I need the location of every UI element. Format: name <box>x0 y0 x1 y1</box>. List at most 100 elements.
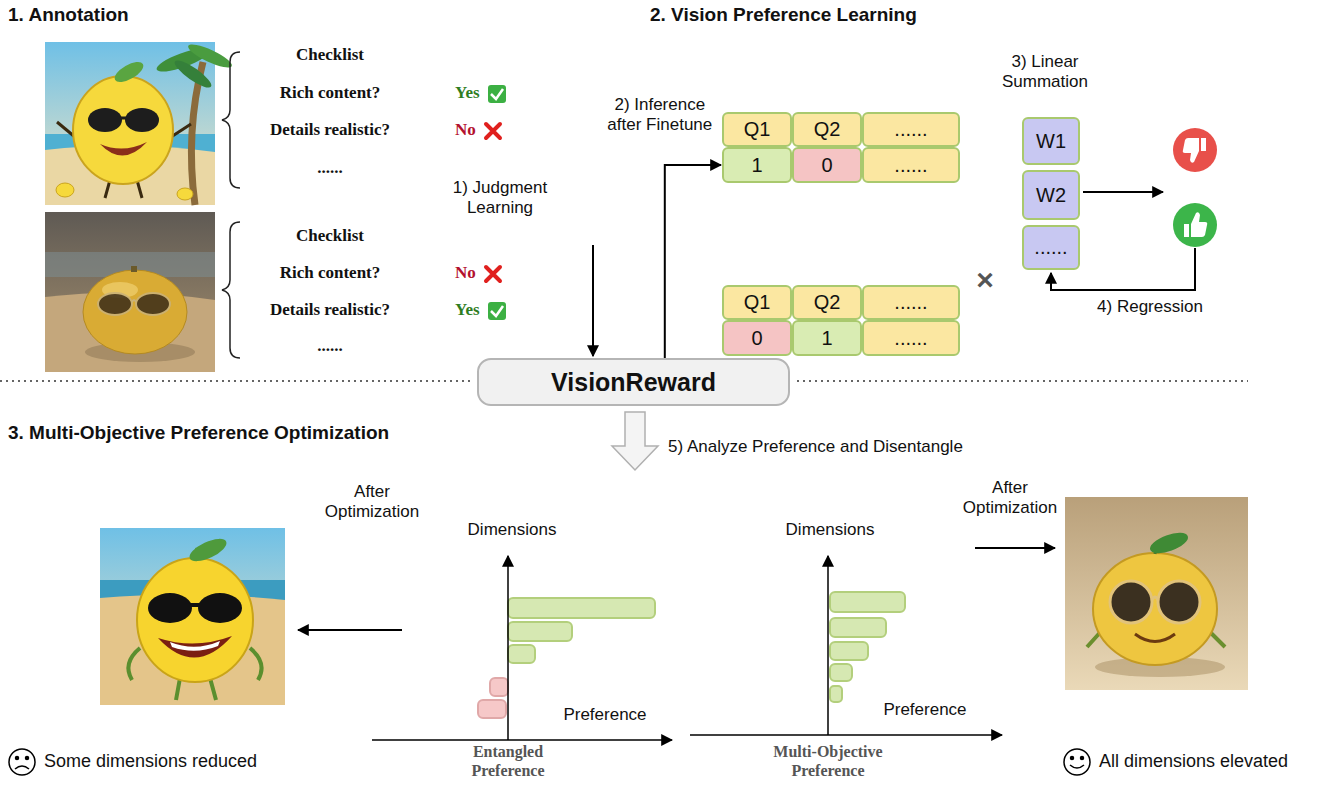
node-text: ...... <box>894 118 927 141</box>
node-text: Q1 <box>744 118 771 141</box>
connector-arrow <box>665 165 721 358</box>
check-icon-part <box>491 89 503 99</box>
checklist-heading: Checklist <box>230 45 430 65</box>
multi-objective-bar-chart <box>690 556 1002 735</box>
lemon-entangled-image-part <box>250 648 262 680</box>
axis-label: Preference <box>870 700 980 720</box>
lemon-multi-objective-image-part <box>1065 497 1248 690</box>
lemon-photo-image <box>45 212 215 372</box>
answer-cell: ...... <box>862 147 960 183</box>
question-cell: Q2 <box>792 285 862 320</box>
entangled-bar-chart-part <box>508 622 572 641</box>
node-text: 0 <box>751 327 762 350</box>
sad-face-icon-part <box>26 757 29 760</box>
section-divider-part <box>0 380 470 382</box>
checklist-item: Rich content? <box>230 83 430 103</box>
thumbs-down-icon-part-part <box>1183 138 1199 163</box>
entangled-bar-chart-part <box>490 678 508 696</box>
step-label: 1) Judgment Learning <box>444 178 556 219</box>
axis-label: Preference <box>550 705 660 725</box>
node-text: ...... <box>894 327 927 350</box>
lemon-photo-image-part <box>136 293 170 315</box>
edge-label: 2) Inference after Finetune <box>601 95 719 136</box>
checklist-bracket <box>222 52 240 358</box>
check-icon-part <box>491 306 503 316</box>
lemon-photo-image-part <box>83 270 187 354</box>
result-arrow <box>298 629 402 631</box>
model-box: VisionReward <box>477 358 790 406</box>
step-label: 4) Regression <box>1085 297 1215 317</box>
lemon-cartoon-image-part <box>45 42 215 205</box>
node-text: Q2 <box>814 291 841 314</box>
node-text: Q2 <box>814 118 841 141</box>
section-divider-part <box>797 380 1248 382</box>
step-label: 5) Analyze Preference and Disentangle <box>668 437 963 457</box>
happy-face-icon-part <box>1064 749 1090 775</box>
answer-yes: Yes <box>455 83 480 103</box>
answer-cell: 0 <box>792 147 862 183</box>
lemon-cartoon-image <box>45 40 234 205</box>
multi-objective-bar-chart-part <box>830 686 842 702</box>
section-heading: 2. Vision Preference Learning <box>650 4 917 27</box>
multi-objective-bar-chart-part <box>830 642 868 660</box>
lemon-entangled-image-part <box>158 636 232 658</box>
lemon-multi-objective-image-part <box>1093 553 1217 665</box>
entangled-bar-chart-part <box>372 739 672 741</box>
lemon-entangled-image-part <box>198 593 242 623</box>
lemon-entangled-image-part <box>148 593 192 623</box>
answer-yes: Yes <box>455 300 480 320</box>
axis-label: Dimensions <box>775 520 885 540</box>
node-text: W1 <box>1036 130 1066 153</box>
answer-no: No <box>455 120 476 140</box>
lemon-cartoon-image-part <box>112 58 147 86</box>
lemon-multi-objective-image-part <box>1147 529 1190 558</box>
lemon-photo-image-part <box>45 212 215 372</box>
cross-icon-part <box>486 124 500 138</box>
node-text: ...... <box>894 291 927 314</box>
entangled-bar-chart-part <box>507 556 509 740</box>
lemon-cartoon-image-part <box>121 117 126 120</box>
lemon-cartoon-image-part <box>125 108 159 132</box>
checklist-item: Details realistic? <box>230 120 430 140</box>
result-label: After Optimization <box>957 478 1063 519</box>
checklist-item: Details realistic? <box>230 300 430 320</box>
weight-cell: W2 <box>1022 170 1080 220</box>
multi-objective-bar-chart-part <box>827 556 829 735</box>
answer-cell: 1 <box>792 320 862 356</box>
section-heading: 1. Annotation <box>8 4 129 27</box>
thumbs-up-icon-part-part <box>1191 212 1207 237</box>
happy-face-icon-part <box>1070 765 1084 768</box>
judgment-arrow <box>592 245 594 356</box>
lemon-entangled-image-part <box>190 603 200 607</box>
checklist-ellipsis: ...... <box>230 158 430 178</box>
entangled-bar-chart-part <box>478 700 506 718</box>
lemon-entangled-image-part <box>170 641 220 651</box>
checklist-bracket-part <box>222 222 240 358</box>
multi-objective-bar-chart-part <box>830 592 905 612</box>
lemon-entangled-image-part <box>128 648 140 680</box>
node-text: ...... <box>1034 236 1067 259</box>
question-cell: Q2 <box>792 112 862 147</box>
thumbs-up-icon <box>1173 203 1217 247</box>
lemon-cartoon-image-part <box>73 76 173 184</box>
checklist-heading: Checklist <box>230 226 430 246</box>
answer-cell: 1 <box>722 147 792 183</box>
node-text: Q1 <box>744 291 771 314</box>
node-text: 1 <box>751 154 762 177</box>
sad-face-icon-part <box>9 749 35 775</box>
sad-face-icon <box>9 749 35 775</box>
entangled-bar-chart-part <box>508 598 655 618</box>
lemon-cartoon-image-part <box>88 108 122 132</box>
result-label: After Optimization <box>319 482 425 523</box>
entangled-bar-chart <box>372 556 672 740</box>
multiply-sign: × <box>970 262 1000 298</box>
lemon-multi-objective-image-part <box>1135 634 1175 642</box>
lemon-multi-objective-image <box>1065 497 1248 690</box>
checklist-bracket-part <box>222 52 240 188</box>
thumbs-down-icon-part-part <box>1201 138 1206 151</box>
lemon-cartoon-image-part <box>177 188 193 200</box>
node-text: 1 <box>821 327 832 350</box>
checklist-ellipsis: ...... <box>230 336 430 356</box>
outcome-text: All dimensions elevated <box>1099 751 1288 773</box>
